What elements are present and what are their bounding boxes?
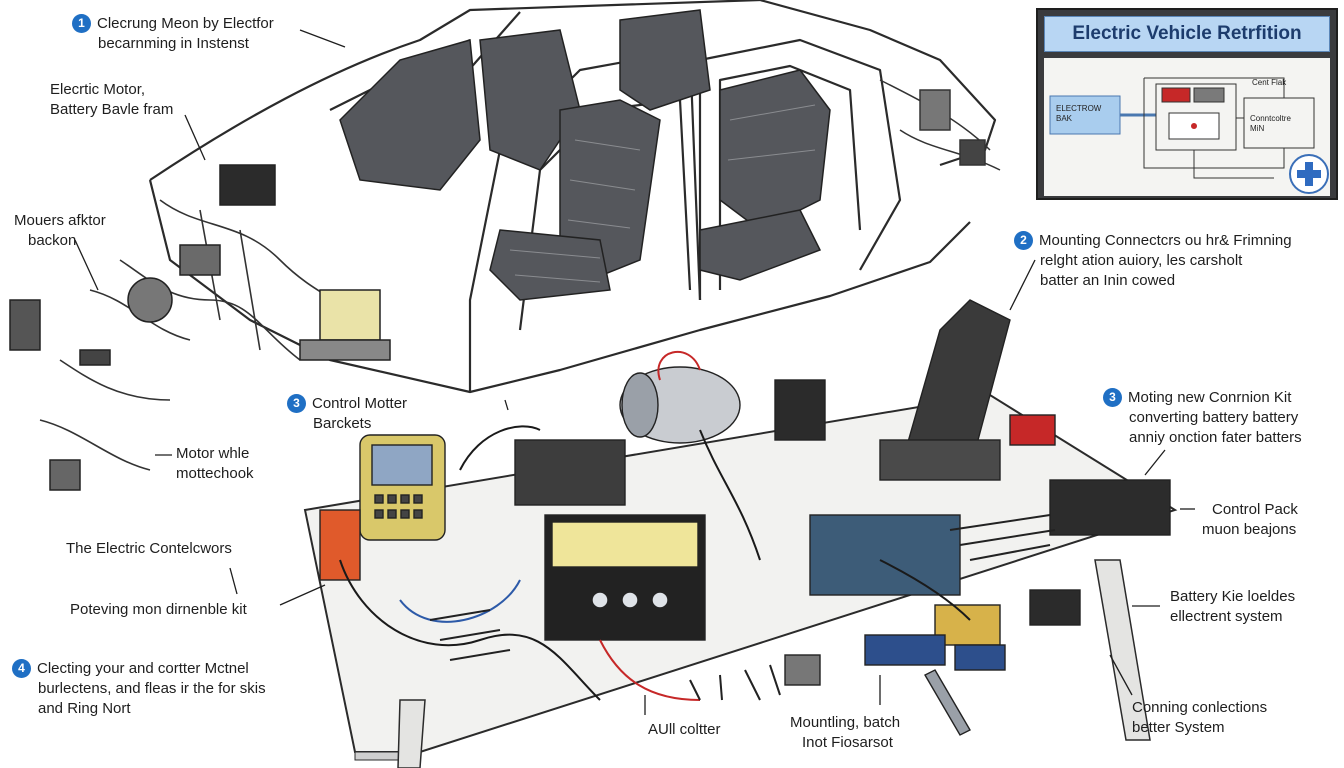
rear-wiring (879, 79, 1001, 171)
seat-stitching (509, 104, 816, 283)
inset-box-top-right-label: Cent Flak (1252, 78, 1287, 87)
inset-title: Electric Vehicle Retrfition (1044, 16, 1330, 52)
callout-battery-kie: Battery Kie loeldes ellectrent system (1170, 588, 1296, 625)
callout-control-pack: Control Pack muon beajons (1202, 501, 1298, 538)
bench-cables (339, 351, 971, 701)
callout-electric-motor: Elecrtic Motor, Battery Bavle fram (50, 81, 174, 118)
plus-icon-glyph (1297, 162, 1321, 186)
callout-conning-conlections: Conning conlections better System (1132, 699, 1268, 736)
retrofit-inset-panel: Electric Vehicle Retrfition ELECTROW BAK… (1036, 8, 1338, 200)
callout-mouers: Mouers afktor backon (14, 212, 106, 249)
inset-box-right-label: Conntcoltre MiN (1250, 114, 1291, 133)
engine-bay-components (9, 164, 391, 491)
inset-schematic-lines (1049, 77, 1315, 179)
callout-electric-contelcwors: The Electric Contelcwors (66, 540, 232, 557)
inset-schematic: ELECTROW BAK Cent Flak Conntcoltre MiN (1044, 58, 1330, 196)
inset-box-left-label: ELECTROW BAK (1056, 104, 1102, 123)
bench-items (319, 299, 1171, 736)
seats (339, 9, 831, 301)
callout-mountling-batch: Mountling, batch Inot Fiosarsot (790, 714, 901, 751)
engine-bay-wiring (39, 199, 381, 471)
callout-poteving-kit: Poteving mon dirnenble kit (70, 601, 247, 618)
small-tools (429, 514, 1056, 701)
callout-arrow-icon (74, 29, 1195, 715)
callout-aull-coltter: AUll coltter (648, 721, 721, 738)
plus-icon[interactable] (1289, 154, 1329, 194)
callout-motor-whle: Motor whle mottechook (176, 445, 254, 482)
